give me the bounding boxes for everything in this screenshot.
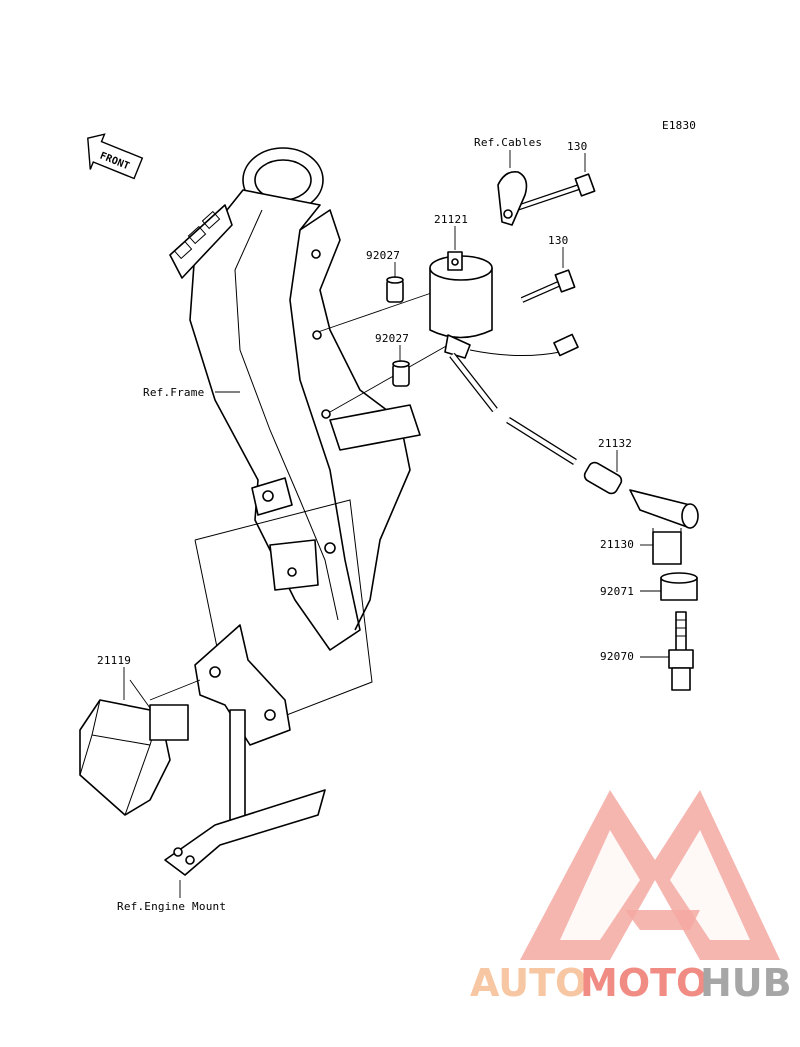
callout-plug-terminal: 21132 xyxy=(598,437,632,450)
callout-collar-upper: 92027 xyxy=(366,249,400,262)
spark-plug xyxy=(668,611,694,691)
collar-upper xyxy=(386,276,404,303)
callout-ref-cables: Ref.Cables xyxy=(474,136,542,149)
diagram-code: E1830 xyxy=(662,119,696,132)
callout-bolt-upper: 130 xyxy=(567,140,587,153)
callout-seal: 92071 xyxy=(600,585,634,598)
frame xyxy=(169,147,421,651)
watermark-hub: HUB xyxy=(700,961,792,1005)
igniter xyxy=(79,699,189,816)
front-arrow-icon: FRONT xyxy=(87,133,144,180)
collar-lower xyxy=(392,360,410,387)
igniter-bracket xyxy=(164,624,326,876)
callout-plug-cap: 21130 xyxy=(600,538,634,551)
callout-spark-plug: 92070 xyxy=(600,650,634,663)
callout-ref-engine-mount: Ref.Engine Mount xyxy=(117,900,226,913)
callout-coil: 21121 xyxy=(434,213,468,226)
seal xyxy=(660,572,698,601)
plug-terminal xyxy=(583,461,623,495)
callout-collar-lower: 92027 xyxy=(375,332,409,345)
cable-clamp xyxy=(497,170,528,226)
watermark-auto: AUTO xyxy=(470,961,587,1005)
callout-bolt-lower: 130 xyxy=(548,234,568,247)
ignition-coil xyxy=(429,251,579,465)
watermark-logo xyxy=(520,790,780,960)
watermark-moto: MOTO xyxy=(580,961,708,1005)
plug-cap xyxy=(629,489,699,529)
plug-cap-boot xyxy=(652,531,682,565)
bolt-lower xyxy=(520,269,576,303)
callout-igniter: 21119 xyxy=(97,654,131,667)
callout-ref-frame: Ref.Frame xyxy=(143,386,204,399)
watermark-text: AUTO MOTO HUB xyxy=(470,961,792,1005)
